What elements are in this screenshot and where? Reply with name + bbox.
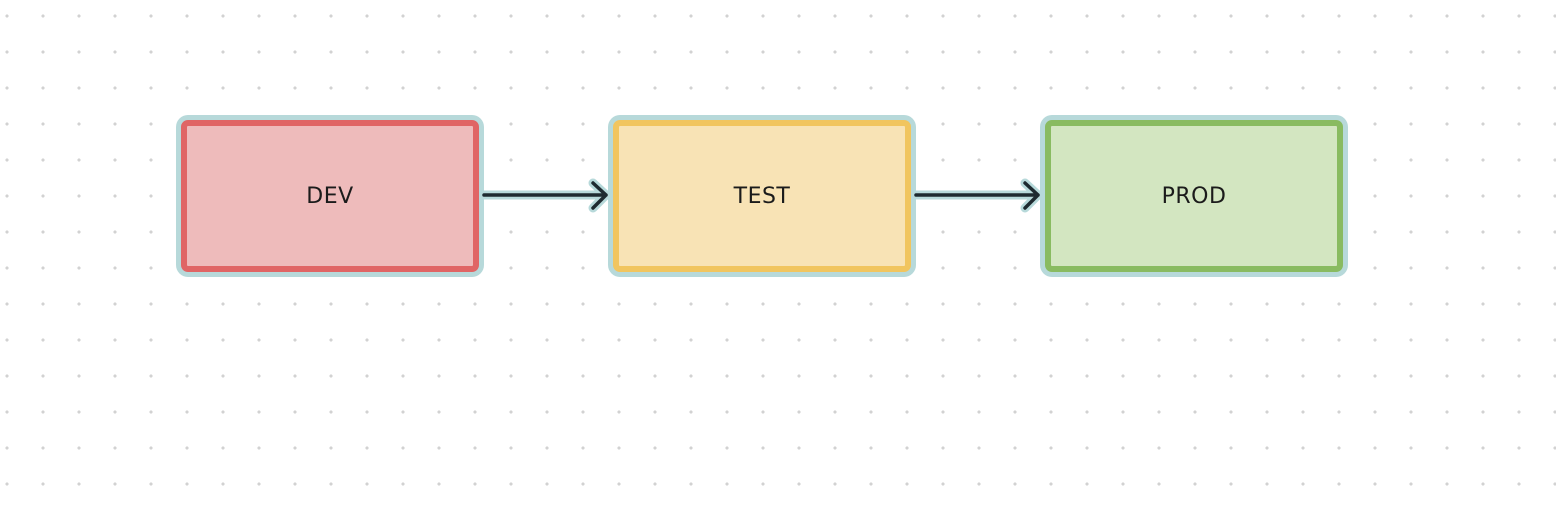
node-dev[interactable]: DEV (181, 120, 479, 272)
node-test[interactable]: TEST (613, 120, 911, 272)
node-dev-label: DEV (306, 183, 354, 209)
edge-dev-to-test[interactable] (479, 178, 613, 213)
edge-test-to-prod-halo (911, 178, 1045, 213)
node-prod[interactable]: PROD (1045, 120, 1343, 272)
node-test-label: TEST (733, 183, 791, 209)
node-prod-label: PROD (1161, 183, 1227, 209)
edge-dev-to-test-halo (479, 178, 613, 213)
edge-test-to-prod[interactable] (911, 178, 1045, 213)
